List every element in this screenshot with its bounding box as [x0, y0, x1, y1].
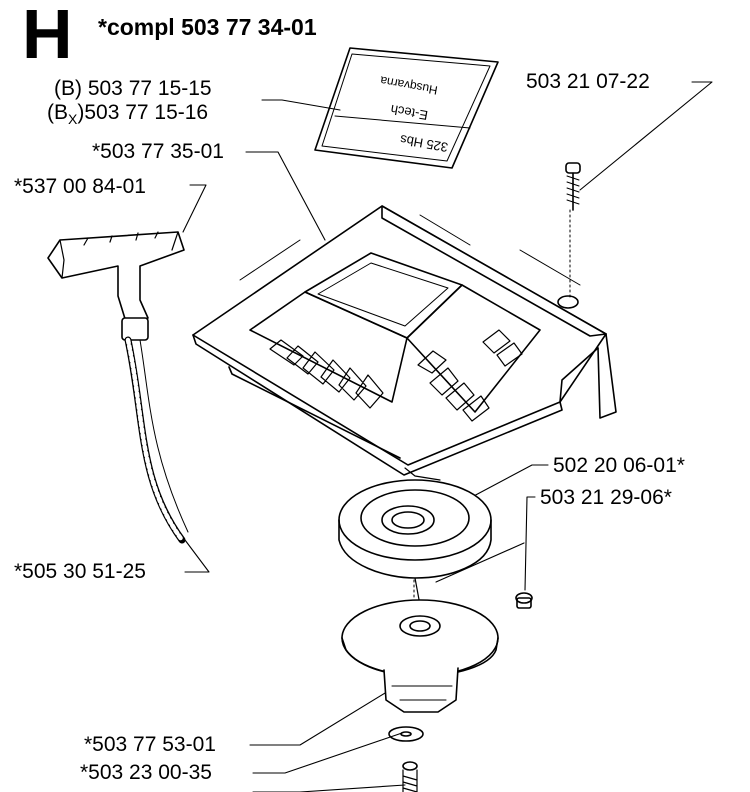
- label-decal-bx-number: )503 77 15-16: [77, 101, 209, 124]
- starter-rope: [124, 336, 189, 544]
- starter-cover: [192, 205, 617, 476]
- label-washer: *503 23 00-35: [80, 761, 212, 784]
- pawl-drum: [341, 599, 499, 713]
- washer: [388, 726, 424, 742]
- bottom-screw: [402, 761, 418, 792]
- label-rope: *505 30 51-25: [14, 560, 146, 583]
- label-decal-b: (B) 503 77 15-15: [54, 77, 212, 100]
- starter-handle: [47, 231, 185, 341]
- decal-sticker: 325 Hbs E-tech Husqvarna: [314, 47, 499, 169]
- label-screw-top: 503 21 07-22: [526, 70, 650, 93]
- label-handle: *537 00 84-01: [14, 175, 146, 198]
- label-screw-small: 503 21 29-06*: [540, 486, 672, 509]
- label-decal-bx-prefix: (B: [47, 101, 68, 124]
- label-decal-bx: (BX)503 77 15-16: [47, 102, 208, 130]
- label-pulley: 502 20 06-01*: [553, 454, 685, 477]
- decal-model-text: 325 Hbs: [398, 132, 449, 155]
- label-cover: *503 77 35-01: [92, 140, 224, 163]
- decal-brand-text: Husqvarna: [379, 73, 439, 97]
- section-letter: H: [22, 0, 73, 73]
- label-decal-bx-sub: X: [68, 111, 78, 128]
- decal-line1-text: E-tech: [389, 102, 429, 123]
- assembly-title: *compl 503 77 34-01: [98, 14, 317, 40]
- screw-top: [565, 162, 581, 301]
- leader-lines: [182, 81, 713, 792]
- label-pawl-drum: *503 77 53-01: [84, 733, 216, 756]
- small-screw: [515, 592, 533, 609]
